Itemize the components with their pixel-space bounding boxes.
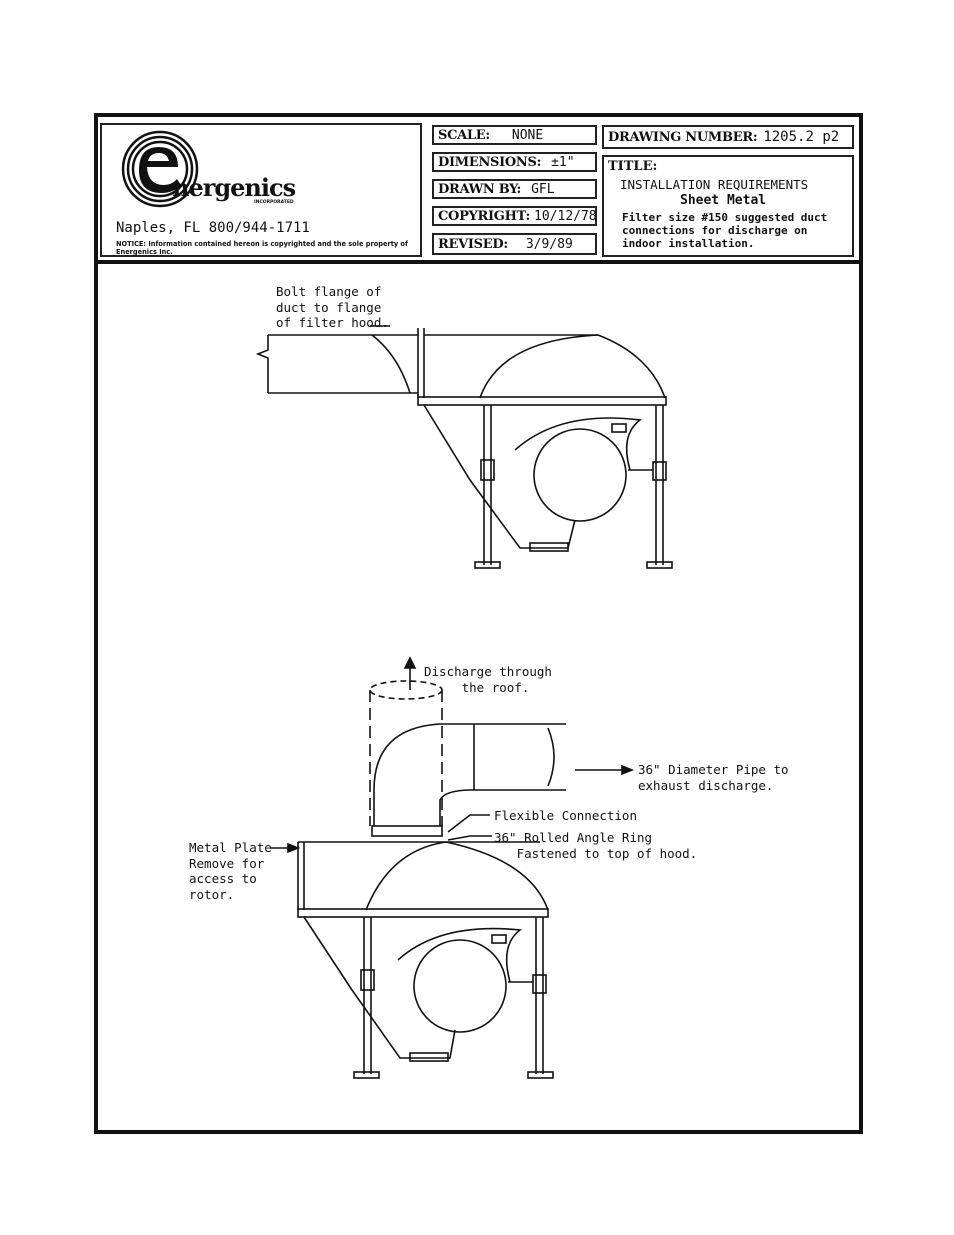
drawn-by-value: GFL xyxy=(531,181,555,197)
scale-field: SCALE: NONE xyxy=(432,125,597,145)
brand-tagline: INCORPORATED xyxy=(254,200,294,205)
title-line-2: Sheet Metal xyxy=(680,193,767,208)
drawn-by-label: DRAWN BY: xyxy=(438,181,522,197)
flexible-connection-note: Flexible Connection xyxy=(494,808,637,823)
brand-name: nergenics xyxy=(172,173,296,202)
lower-assembly xyxy=(270,656,635,1079)
drawing-number-value: 1205.2 p2 xyxy=(763,129,840,145)
drawing-number-label: DRAWING NUMBER: xyxy=(608,129,758,145)
copyright-value: 10/12/78 xyxy=(534,208,597,224)
drawing-number-field: DRAWING NUMBER: 1205.2 p2 xyxy=(602,125,854,149)
discharge-roof-note: Discharge through the roof. xyxy=(424,664,552,695)
dimensions-value: ±1" xyxy=(551,154,575,170)
diameter-pipe-note: 36" Diameter Pipe to exhaust discharge. xyxy=(638,762,789,793)
dimensions-field: DIMENSIONS: ±1" xyxy=(432,152,597,172)
header-divider xyxy=(98,260,859,264)
scale-value: NONE xyxy=(511,127,544,143)
dimensions-label: DIMENSIONS: xyxy=(438,154,542,170)
scale-label: SCALE: xyxy=(438,127,490,143)
copyright-notice: NOTICE: Information contained hereon is … xyxy=(116,240,408,256)
revised-label: REVISED: xyxy=(438,236,508,252)
angle-ring-note: 36" Rolled Angle Ring Fastened to top of… xyxy=(494,830,698,861)
title-label: TITLE: xyxy=(608,159,658,174)
upper-assembly xyxy=(255,325,673,569)
company-block: nergenics INCORPORATED Naples, FL 800/94… xyxy=(100,123,422,257)
drawing-sheet: nergenics INCORPORATED Naples, FL 800/94… xyxy=(94,113,863,1134)
copyright-field: COPYRIGHT: 10/12/78 xyxy=(432,206,597,226)
revised-value: 3/9/89 xyxy=(525,236,573,252)
energenics-logo xyxy=(121,130,199,208)
title-description: Filter size #150 suggested duct connecti… xyxy=(622,211,828,250)
copyright-label: COPYRIGHT: xyxy=(438,208,531,224)
company-location: Naples, FL 800/944-1711 xyxy=(116,220,310,236)
revised-field: REVISED: 3/9/89 xyxy=(432,233,597,255)
drawn-by-field: DRAWN BY: GFL xyxy=(432,179,597,199)
title-block: TITLE: INSTALLATION REQUIREMENTS Sheet M… xyxy=(602,155,854,257)
metal-plate-note: Metal Plate Remove for access to rotor. xyxy=(189,840,272,902)
title-line-1: INSTALLATION REQUIREMENTS xyxy=(620,177,809,192)
bolt-flange-note: Bolt flange of duct to flange of filter … xyxy=(276,284,389,330)
